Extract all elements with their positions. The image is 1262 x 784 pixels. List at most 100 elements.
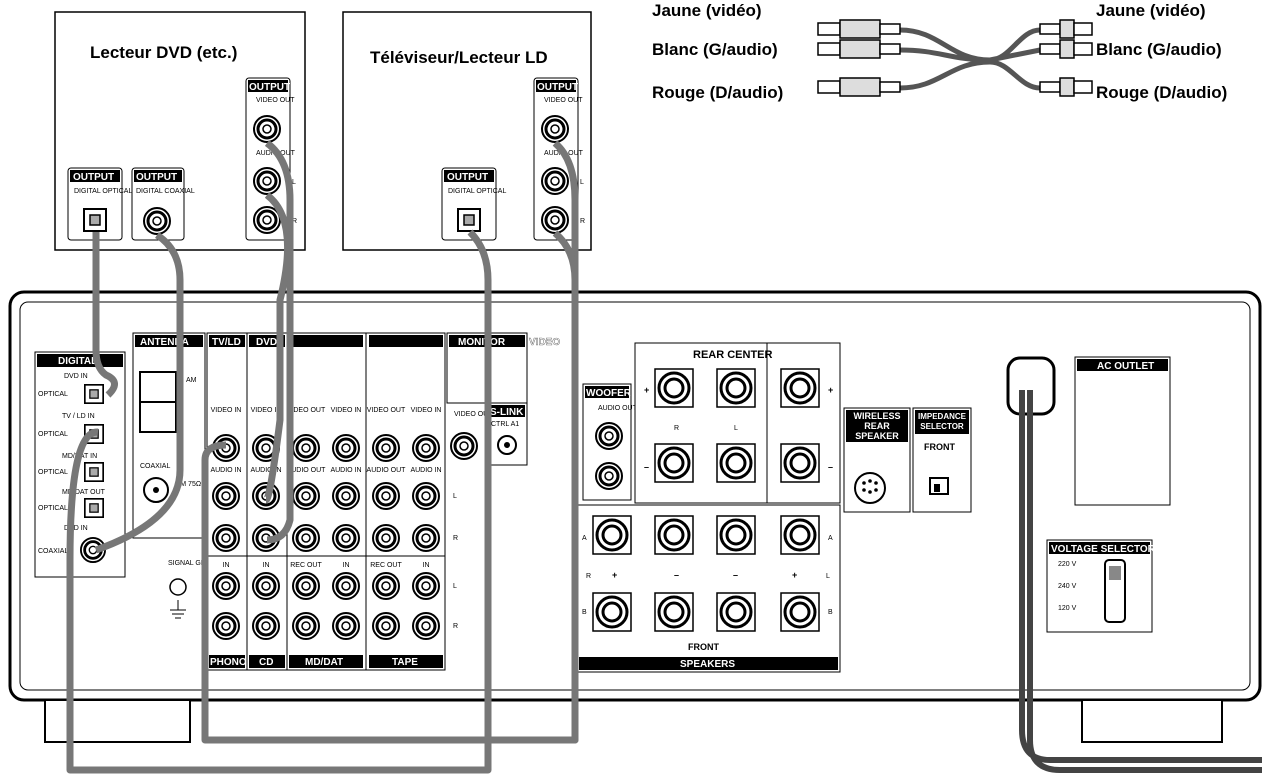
fm75-label: FM 75Ω <box>176 481 201 488</box>
monitor-header: MONITOR <box>458 337 506 348</box>
antenna-section: ANTENNA AM COAXIAL FM 75Ω SIGNAL GND <box>132 332 211 619</box>
group-mddat: MD/DAT <box>305 657 343 668</box>
front-b-l-minus[interactable] <box>716 592 756 632</box>
optical-mddat-out-jack[interactable] <box>84 498 104 518</box>
matrix-lower-l-jack-4[interactable] <box>372 572 400 600</box>
matrix-audio-r-jack-0[interactable] <box>212 524 240 552</box>
matrix-audio-r-jack-3[interactable] <box>332 524 360 552</box>
rear-l-minus-terminal[interactable] <box>716 443 756 483</box>
digital-tvld-in: TV / LD IN <box>62 413 95 420</box>
matrix-audio-label-3: AUDIO IN <box>330 467 361 474</box>
center-minus-terminal[interactable] <box>780 443 820 483</box>
matrix-audio-l-jack-5[interactable] <box>412 482 440 510</box>
matrix-l2-label: L <box>453 583 457 590</box>
front-b-l-plus[interactable] <box>780 592 820 632</box>
tv-audio-l-jack[interactable] <box>541 167 569 195</box>
matrix-audio-r-jack-4[interactable] <box>372 524 400 552</box>
tv-optical-header: OUTPUT <box>447 172 488 183</box>
front-b-r-minus[interactable] <box>654 592 694 632</box>
dvd-optical-jack[interactable] <box>83 208 107 232</box>
dvd-player-box: Lecteur DVD (etc.) OUTPUT DIGITAL OPTICA… <box>54 11 306 251</box>
legend-right-yellow: Jaune (vidéo) <box>1096 1 1206 20</box>
cable-legend: Jaune (vidéo) Blanc (G/audio) Rouge (D/a… <box>652 1 1227 102</box>
front-a-right: A <box>828 535 833 542</box>
matrix-lower-l-jack-1[interactable] <box>252 572 280 600</box>
matrix-lower-r-jack-2[interactable] <box>292 612 320 640</box>
matrix-video-label-4: VIDEO OUT <box>367 407 406 414</box>
matrix-lower-l-jack-0[interactable] <box>212 572 240 600</box>
rear-r-label: R <box>674 425 679 432</box>
group-phono: PHONO <box>210 657 247 668</box>
matrix-video-jack-3[interactable] <box>332 434 360 462</box>
front-r-label: R <box>586 573 591 580</box>
cable-tv-optical <box>66 229 492 774</box>
front-a-l-plus[interactable] <box>780 515 820 555</box>
front-a-r-plus[interactable] <box>592 515 632 555</box>
dvd-audio-l-jack[interactable] <box>253 167 281 195</box>
matrix-lower-l-jack-5[interactable] <box>412 572 440 600</box>
matrix-audio-l-jack-3[interactable] <box>332 482 360 510</box>
matrix-audio-label-1: AUDIO IN <box>250 467 281 474</box>
ground-icon <box>170 600 186 619</box>
tv-ld-title: Téléviseur/Lecteur LD <box>370 48 548 67</box>
wireless-header: WIRELESS REAR SPEAKER <box>853 411 901 441</box>
matrix-bottom-label-5: IN <box>423 562 430 569</box>
tv-video-out-jack[interactable] <box>541 115 569 143</box>
cable-dvd-coaxial <box>94 232 184 554</box>
center-plus-terminal[interactable] <box>780 368 820 408</box>
matrix-lower-r-jack-4[interactable] <box>372 612 400 640</box>
rear-r-minus-terminal[interactable] <box>654 443 694 483</box>
front-a-r-minus[interactable] <box>654 515 694 555</box>
matrix-audio-label-4: AUDIO OUT <box>367 467 407 474</box>
dvd-audio-r-jack[interactable] <box>253 206 281 234</box>
matrix-audio-l-jack-4[interactable] <box>372 482 400 510</box>
tv-optical-jack[interactable] <box>457 208 481 232</box>
rca-cable-icon <box>817 19 1093 97</box>
tv-r-label: R <box>580 218 585 225</box>
matrix-lower-l-jack-2[interactable] <box>292 572 320 600</box>
rear-l-plus-terminal[interactable] <box>716 368 756 408</box>
woofer-section: WOOFER AUDIO OUT <box>582 383 638 501</box>
optical-label-2: OPTICAL <box>38 431 68 438</box>
optical-mddat-in-jack[interactable] <box>84 462 104 482</box>
wireless-connector[interactable] <box>854 472 886 504</box>
matrix-lower-r-jack-1[interactable] <box>252 612 280 640</box>
woofer-jack-2[interactable] <box>595 462 623 490</box>
tv-audio-r-jack[interactable] <box>541 206 569 234</box>
digital-dvd-in: DVD IN <box>64 373 88 380</box>
optical-dvd-in-jack[interactable] <box>84 384 104 404</box>
matrix-video-jack-5[interactable] <box>412 434 440 462</box>
matrix-audio-r-jack-2[interactable] <box>292 524 320 552</box>
dvd-video-out-jack[interactable] <box>253 115 281 143</box>
matrix-video-jack-2[interactable] <box>292 434 320 462</box>
dvd-player-title: Lecteur DVD (etc.) <box>90 43 237 62</box>
matrix-audio-r-jack-5[interactable] <box>412 524 440 552</box>
dvd-coaxial-jack[interactable] <box>143 207 171 235</box>
rear-r-plus-terminal[interactable] <box>654 368 694 408</box>
tv-ld-box: Téléviseur/Lecteur LD OUTPUT DIGITAL OPT… <box>342 11 592 251</box>
optical-label-1: OPTICAL <box>38 391 68 398</box>
matrix-lower-l-jack-3[interactable] <box>332 572 360 600</box>
matrix-video-label-1: VIDEO IN <box>251 407 282 414</box>
matrix-video-label-2: VIDEO OUT <box>287 407 326 414</box>
front-b-r-plus[interactable] <box>592 592 632 632</box>
cable-tv-audio <box>500 230 579 744</box>
matrix-audio-l-jack-0[interactable] <box>212 482 240 510</box>
monitor-video-out-jack[interactable] <box>450 432 478 460</box>
group-header-blank-2 <box>369 335 443 347</box>
dvd-video-out-label: VIDEO OUT <box>256 97 295 104</box>
dvd-l-label: L <box>292 179 296 186</box>
cable-dvd-audio-l <box>262 192 292 504</box>
matrix-audio-l-jack-2[interactable] <box>292 482 320 510</box>
optical-label-3: OPTICAL <box>38 469 68 476</box>
woofer-jack-1[interactable] <box>595 422 623 450</box>
matrix-lower-r-jack-3[interactable] <box>332 612 360 640</box>
signal-gnd-terminal[interactable] <box>169 578 187 596</box>
matrix-video-jack-4[interactable] <box>372 434 400 462</box>
tv-av-header: OUTPUT <box>537 82 578 93</box>
matrix-lower-r-jack-5[interactable] <box>412 612 440 640</box>
voltage-240: 240 V <box>1058 583 1077 590</box>
front-a-l-minus[interactable] <box>716 515 756 555</box>
front-b-right: B <box>828 609 833 616</box>
matrix-lower-r-jack-0[interactable] <box>212 612 240 640</box>
